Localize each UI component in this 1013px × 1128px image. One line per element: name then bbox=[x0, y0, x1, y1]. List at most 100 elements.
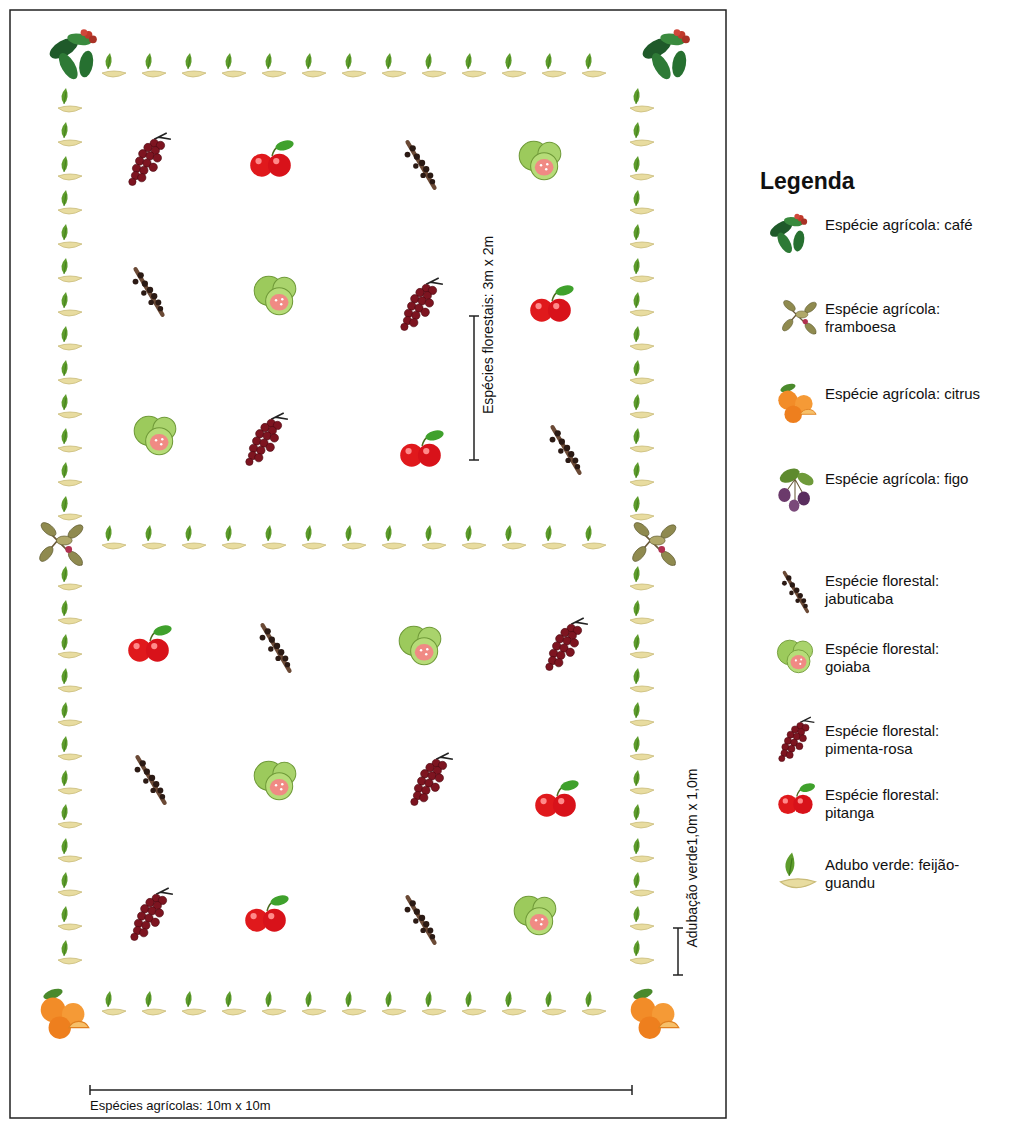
green-manure-icon bbox=[222, 991, 246, 1015]
green-manure-icon bbox=[58, 872, 82, 896]
green-manure-icon bbox=[582, 991, 606, 1015]
green-manure-icon bbox=[630, 292, 654, 316]
green-manure-icon bbox=[630, 872, 654, 896]
green-manure-icon bbox=[630, 702, 654, 726]
legend-text: Espécie florestal: goiaba bbox=[825, 640, 985, 676]
green-manure-icon bbox=[630, 224, 654, 248]
goiaba-icon bbox=[254, 761, 296, 799]
pitanga-icon bbox=[535, 778, 580, 816]
citrus-icon bbox=[41, 986, 89, 1038]
green-manure-icon bbox=[142, 525, 166, 549]
green-manure-icon bbox=[630, 394, 654, 418]
jabuticaba-icon bbox=[550, 427, 581, 473]
green-manure-icon bbox=[542, 53, 566, 77]
green-manure-icon bbox=[630, 462, 654, 486]
green-manure-icon bbox=[58, 906, 82, 930]
legend-icon bbox=[780, 852, 815, 887]
green-manure-icon bbox=[58, 838, 82, 862]
green-manure-icon bbox=[630, 736, 654, 760]
green-manure-icon bbox=[630, 156, 654, 180]
green-manure-icon bbox=[502, 53, 526, 77]
green-manure-icon bbox=[382, 991, 406, 1015]
green-manure-icon bbox=[630, 600, 654, 624]
dimension-bar bbox=[90, 1089, 632, 1091]
green-manure-icon bbox=[58, 496, 82, 520]
legend-icon bbox=[778, 782, 816, 814]
green-manure-icon bbox=[58, 770, 82, 794]
green-manure-icon bbox=[302, 53, 326, 77]
green-manure-icon bbox=[342, 991, 366, 1015]
legend-icon bbox=[780, 298, 818, 336]
legend-heading: Legenda bbox=[760, 168, 855, 196]
green-manure-icon bbox=[58, 122, 82, 146]
green-manure-icon bbox=[630, 566, 654, 590]
green-manure-icon bbox=[630, 804, 654, 828]
green-manure-icon bbox=[58, 258, 82, 282]
green-manure-icon bbox=[342, 53, 366, 77]
area-frame bbox=[10, 10, 726, 1118]
green-manure-icon bbox=[630, 838, 654, 862]
green-manure-icon bbox=[502, 525, 526, 549]
green-manure-icon bbox=[542, 991, 566, 1015]
raspberry-icon bbox=[37, 520, 85, 568]
goiaba-icon bbox=[519, 141, 561, 179]
green-manure-icon bbox=[302, 525, 326, 549]
green-manure-icon bbox=[58, 668, 82, 692]
legend-text: Espécie agrícola: café bbox=[825, 216, 985, 234]
green-manure-icon bbox=[302, 991, 326, 1015]
pimenta-icon bbox=[401, 278, 443, 331]
green-manure-icon bbox=[58, 566, 82, 590]
green-manure-icon bbox=[102, 53, 126, 77]
legend-icon bbox=[779, 717, 815, 761]
green-manure-icon bbox=[502, 991, 526, 1015]
green-manure-icon bbox=[58, 190, 82, 214]
legend-icon bbox=[777, 640, 812, 673]
green-manure-icon bbox=[630, 88, 654, 112]
jabuticaba-icon bbox=[405, 142, 436, 188]
citrus-icon bbox=[631, 986, 679, 1038]
dimension-label: Espécies florestais: 3m x 2m bbox=[480, 236, 497, 414]
jabuticaba-icon bbox=[133, 269, 164, 315]
green-manure-icon bbox=[102, 991, 126, 1015]
green-manure-icon bbox=[630, 668, 654, 692]
green-manure-icon bbox=[58, 156, 82, 180]
green-manure-icon bbox=[58, 804, 82, 828]
dimension-label: Espécies agrícolas: 10m x 10m bbox=[90, 1098, 271, 1114]
green-manure-icon bbox=[58, 736, 82, 760]
green-manure-icon bbox=[58, 360, 82, 384]
green-manure-icon bbox=[630, 360, 654, 384]
pimenta-icon bbox=[129, 133, 171, 186]
pimenta-icon bbox=[246, 413, 288, 466]
pitanga-icon bbox=[128, 623, 173, 661]
green-manure-icon bbox=[102, 525, 126, 549]
legend-text: Espécie agrícola: figo bbox=[825, 470, 985, 488]
goiaba-icon bbox=[514, 896, 556, 934]
pitanga-icon bbox=[400, 428, 445, 466]
coffee-icon bbox=[639, 29, 690, 82]
raspberry-icon bbox=[630, 520, 678, 568]
green-manure-icon bbox=[58, 88, 82, 112]
green-manure-icon bbox=[462, 525, 486, 549]
pitanga-icon bbox=[250, 138, 295, 176]
legend-text: Espécie florestal: jabuticaba bbox=[825, 572, 985, 608]
green-manure-icon bbox=[58, 394, 82, 418]
green-manure-icon bbox=[58, 224, 82, 248]
green-manure-icon bbox=[630, 770, 654, 794]
green-manure-icon bbox=[262, 991, 286, 1015]
green-manure-icon bbox=[142, 991, 166, 1015]
jabuticaba-icon bbox=[405, 897, 436, 943]
legend-icon bbox=[778, 466, 816, 512]
green-manure-icon bbox=[142, 53, 166, 77]
legend-icon bbox=[782, 573, 808, 612]
legend-text: Adubo verde: feijão-guandu bbox=[825, 856, 985, 892]
green-manure-icon bbox=[542, 525, 566, 549]
green-manure-icon bbox=[58, 292, 82, 316]
green-manure-icon bbox=[630, 428, 654, 452]
goiaba-icon bbox=[254, 276, 296, 314]
green-manure-icon bbox=[422, 53, 446, 77]
green-manure-icon bbox=[382, 53, 406, 77]
pimenta-icon bbox=[546, 618, 588, 671]
green-manure-icon bbox=[422, 991, 446, 1015]
legend-icon bbox=[767, 214, 807, 256]
dimension-bar bbox=[677, 928, 679, 975]
